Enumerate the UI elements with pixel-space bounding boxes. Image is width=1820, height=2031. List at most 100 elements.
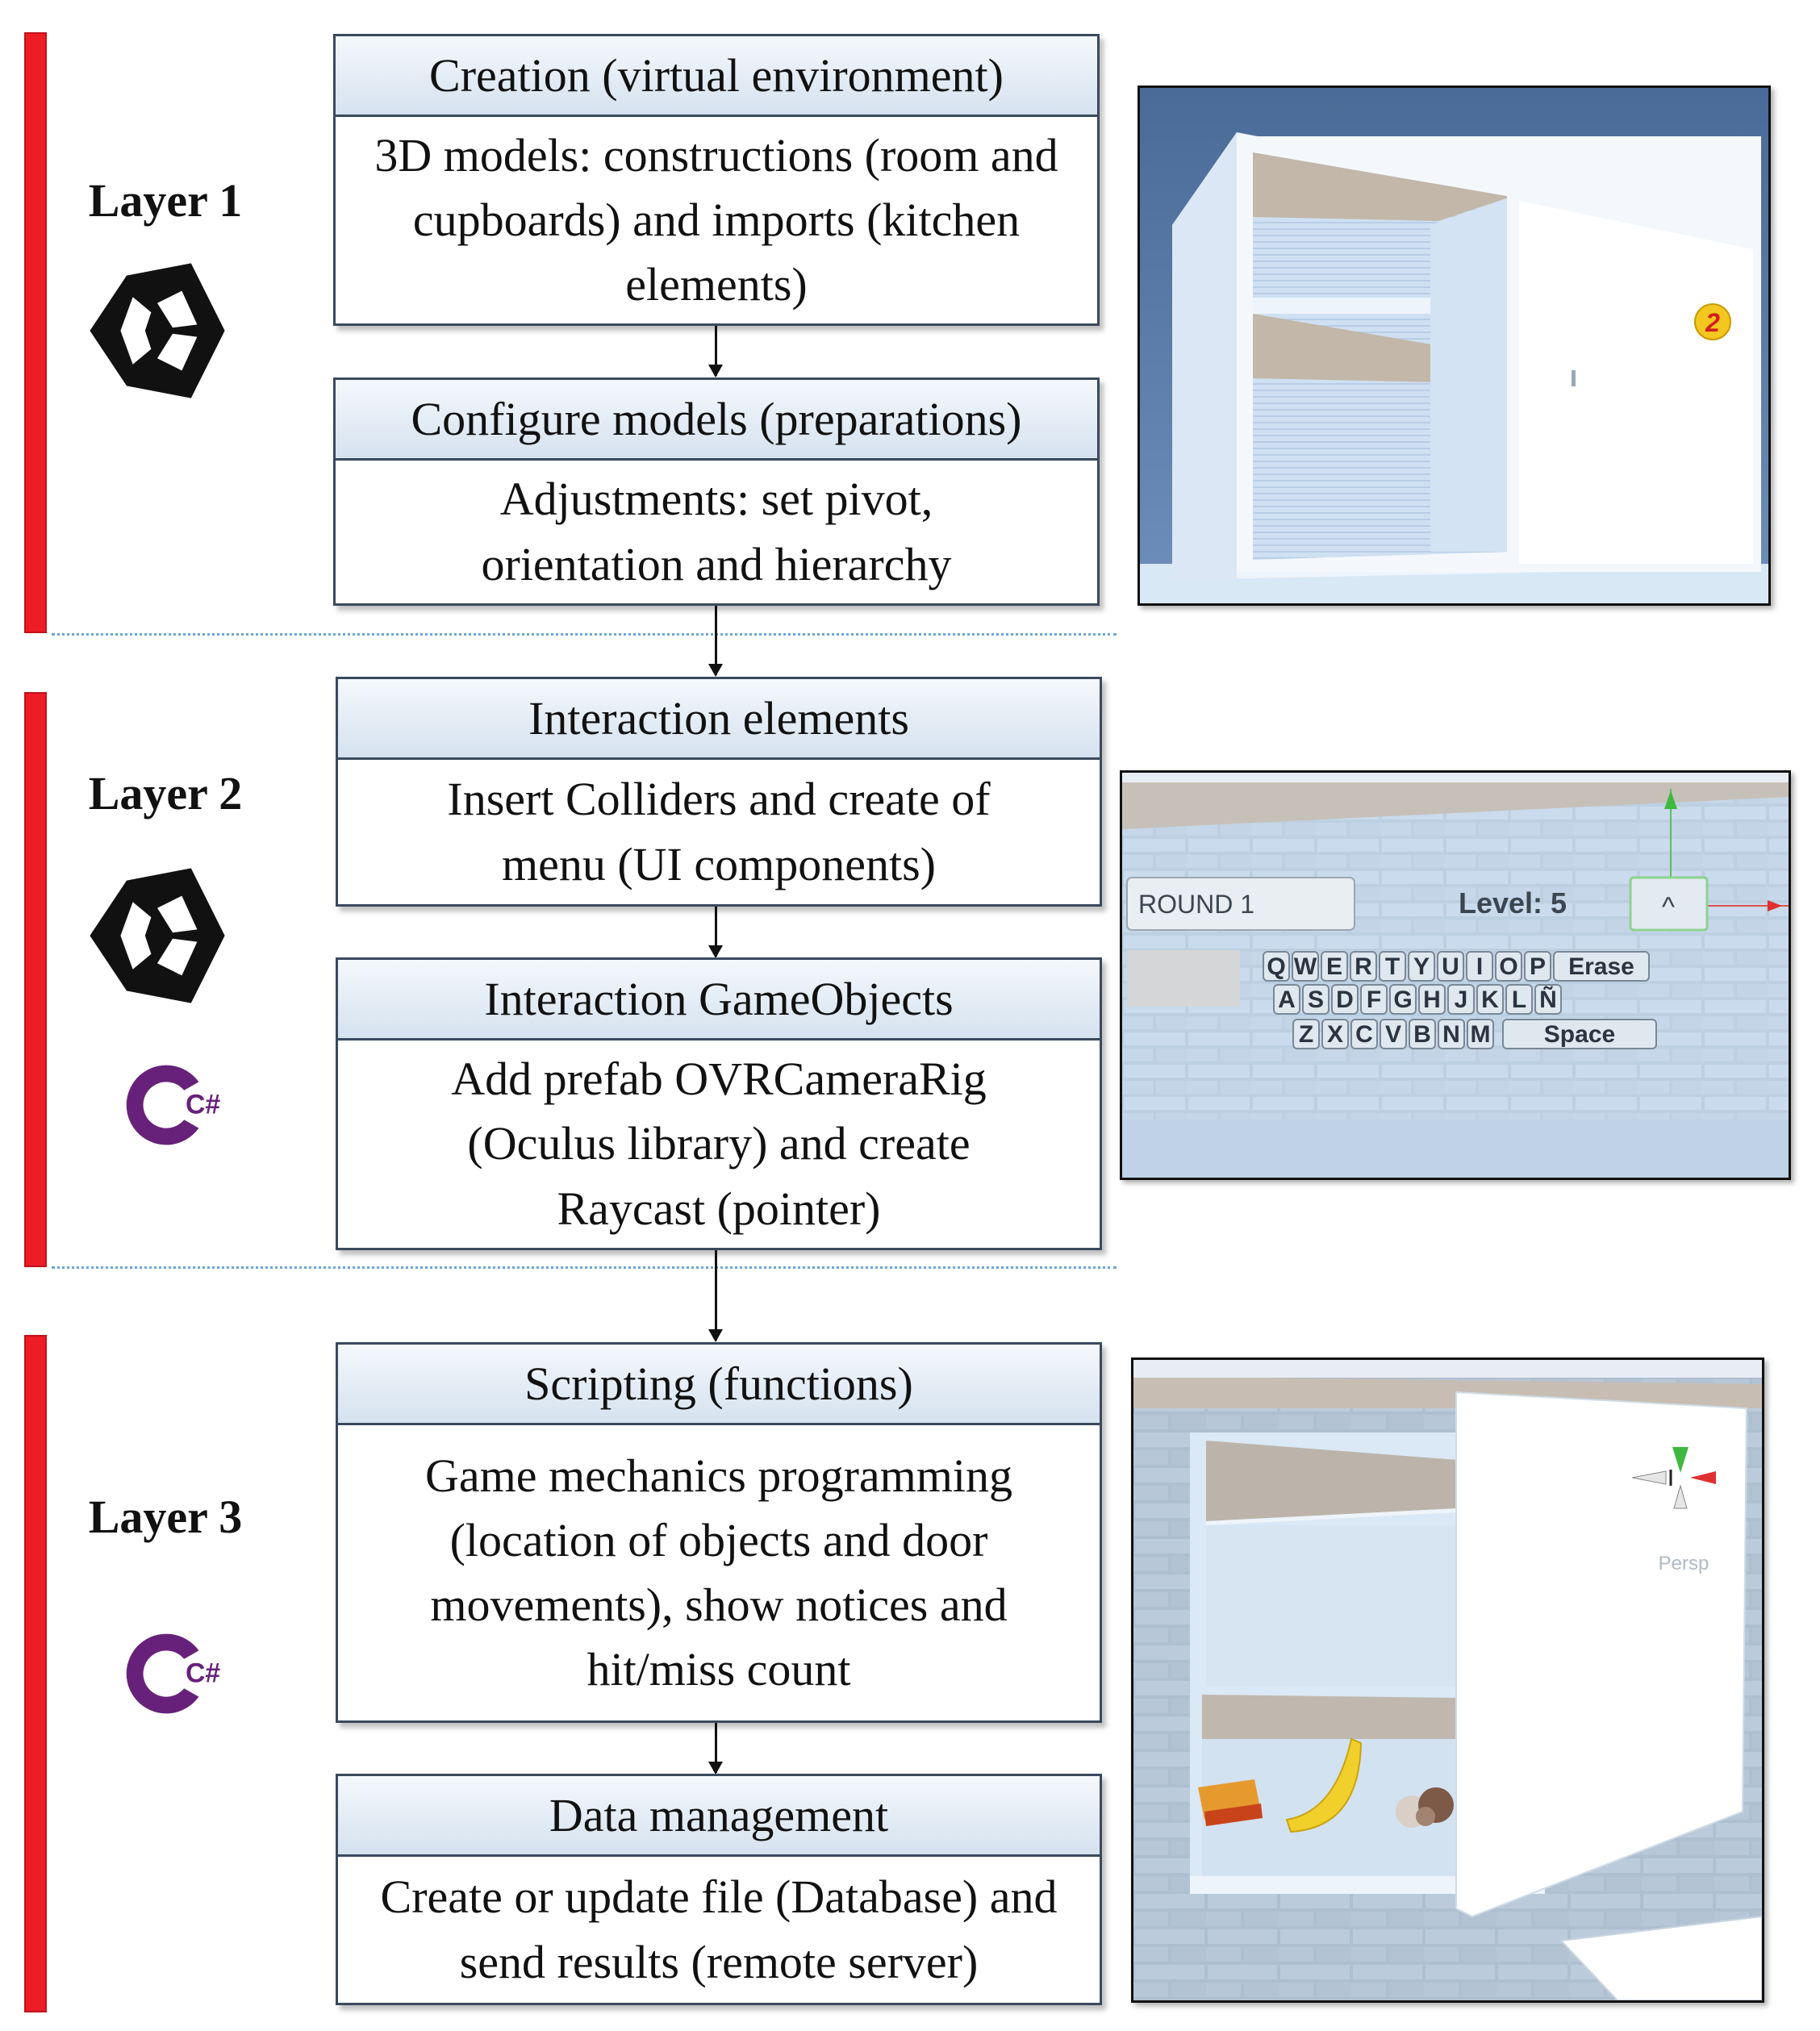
key-w[interactable]: W — [1292, 951, 1319, 982]
key-label: J — [1455, 986, 1468, 1013]
key-n[interactable]: N — [1438, 1019, 1465, 1049]
key-i[interactable]: I — [1466, 951, 1493, 982]
key-m[interactable]: M — [1467, 1019, 1494, 1049]
flow-arrow — [708, 1250, 723, 1342]
flow-arrow — [708, 326, 723, 377]
box-title: Data management — [338, 1776, 1100, 1857]
key-t[interactable]: T — [1379, 951, 1406, 982]
key-label: A — [1278, 986, 1296, 1013]
key-x[interactable]: X — [1321, 1019, 1349, 1049]
cupboard-render: 2 — [1140, 88, 1768, 603]
layer-3-label: Layer 3 — [88, 1491, 243, 1543]
key-label: I — [1476, 953, 1483, 980]
key-label: E — [1326, 953, 1342, 980]
key-label: Q — [1267, 953, 1285, 980]
box-title: Interaction elements — [338, 679, 1100, 760]
key-g[interactable]: G — [1389, 984, 1417, 1015]
box-interaction-gameobjects: Interaction GameObjects Add prefab OVRCa… — [336, 957, 1102, 1250]
key-label: L — [1512, 986, 1526, 1013]
layer-1-bar — [24, 32, 47, 633]
key-u[interactable]: U — [1437, 951, 1464, 982]
key-space[interactable]: Space — [1502, 1019, 1657, 1049]
key-o[interactable]: O — [1495, 951, 1522, 982]
key-label: F — [1367, 986, 1381, 1013]
key-label: Ñ — [1539, 986, 1557, 1013]
key-c[interactable]: C — [1350, 1019, 1378, 1049]
key-label: K — [1481, 986, 1499, 1013]
key-label: O — [1499, 953, 1517, 980]
open-cupboard-screenshot: y Persp — [1131, 1357, 1764, 2003]
key-z[interactable]: Z — [1292, 1019, 1320, 1049]
key-k[interactable]: K — [1476, 984, 1504, 1015]
key-label: P — [1530, 953, 1546, 980]
flow-arrow — [708, 606, 723, 677]
key-erase[interactable]: Erase — [1553, 951, 1650, 982]
cupboard-screenshot: 2 — [1138, 85, 1771, 606]
key-label: W — [1294, 953, 1317, 980]
key-label: H — [1423, 986, 1441, 1013]
key-q[interactable]: Q — [1263, 951, 1290, 982]
key-label: G — [1393, 986, 1412, 1013]
key-d[interactable]: D — [1331, 984, 1359, 1015]
key-label: X — [1327, 1021, 1343, 1048]
key-label: Y — [1413, 953, 1430, 980]
box-title: Configure models (preparations) — [336, 380, 1097, 461]
round-label: ROUND 1 — [1138, 890, 1254, 919]
key-j[interactable]: J — [1447, 984, 1475, 1015]
flow-arrow — [708, 1723, 723, 1775]
unity-logo-icon — [90, 263, 225, 398]
key-p[interactable]: P — [1524, 951, 1551, 982]
box-data-management: Data management Create or update file (D… — [336, 1774, 1102, 2005]
csharp-symbol: C# — [186, 1089, 220, 1120]
key-label: T — [1385, 953, 1400, 980]
key-ñ[interactable]: Ñ — [1534, 984, 1562, 1015]
key-b[interactable]: B — [1409, 1019, 1436, 1049]
key-a[interactable]: A — [1273, 984, 1300, 1015]
box-body: Game mechanics programming (location of … — [425, 1449, 1012, 1696]
key-label: V — [1385, 1021, 1401, 1048]
door-number-badge: 2 — [1705, 308, 1720, 337]
box-title: Interaction GameObjects — [338, 960, 1100, 1041]
key-label: U — [1442, 953, 1459, 980]
layer-1-label: Layer 1 — [88, 174, 243, 227]
layer-2-bar — [24, 692, 47, 1267]
key-label: Z — [1299, 1021, 1313, 1048]
flow-arrow — [708, 907, 723, 958]
box-body: Add prefab OVRCameraRig (Oculus library)… — [451, 1053, 987, 1235]
key-label: M — [1471, 1021, 1491, 1048]
key-h[interactable]: H — [1418, 984, 1446, 1015]
layer-2-label: Layer 2 — [88, 767, 243, 819]
key-label: C — [1355, 1021, 1373, 1048]
up-button[interactable]: ^ — [1662, 892, 1675, 923]
box-interaction-elements: Interaction elements Insert Colliders an… — [336, 677, 1102, 907]
key-e[interactable]: E — [1321, 951, 1348, 982]
key-l[interactable]: L — [1505, 984, 1533, 1015]
key-label: B — [1413, 1021, 1431, 1048]
open-cupboard-render: y Persp — [1133, 1360, 1762, 2000]
key-r[interactable]: R — [1350, 951, 1377, 982]
csharp-logo-icon: C# — [126, 1633, 220, 1714]
key-label: D — [1336, 986, 1354, 1013]
key-s[interactable]: S — [1302, 984, 1330, 1015]
gizmo-y-label: y — [1676, 1429, 1684, 1447]
level-label: Level: 5 — [1459, 886, 1567, 920]
key-label: S — [1308, 986, 1324, 1013]
box-creation: Creation (virtual environment) 3D models… — [333, 34, 1100, 326]
box-title: Creation (virtual environment) — [336, 36, 1097, 117]
box-body: 3D models: constructions (room and cupbo… — [374, 128, 1058, 311]
box-scripting: Scripting (functions) Game mechanics pro… — [336, 1342, 1102, 1723]
unity-logo-icon — [90, 868, 225, 1003]
key-label: Erase — [1568, 953, 1634, 980]
key-v[interactable]: V — [1380, 1019, 1407, 1049]
box-body: Insert Colliders and create of menu (UI … — [447, 773, 991, 890]
csharp-symbol: C# — [186, 1658, 220, 1688]
persp-label: Persp — [1659, 1553, 1709, 1574]
key-f[interactable]: F — [1360, 984, 1388, 1015]
key-label: N — [1442, 1021, 1460, 1048]
layer-divider-2 — [52, 1266, 1117, 1269]
box-title: Scripting (functions) — [338, 1345, 1100, 1425]
key-y[interactable]: Y — [1408, 951, 1435, 982]
